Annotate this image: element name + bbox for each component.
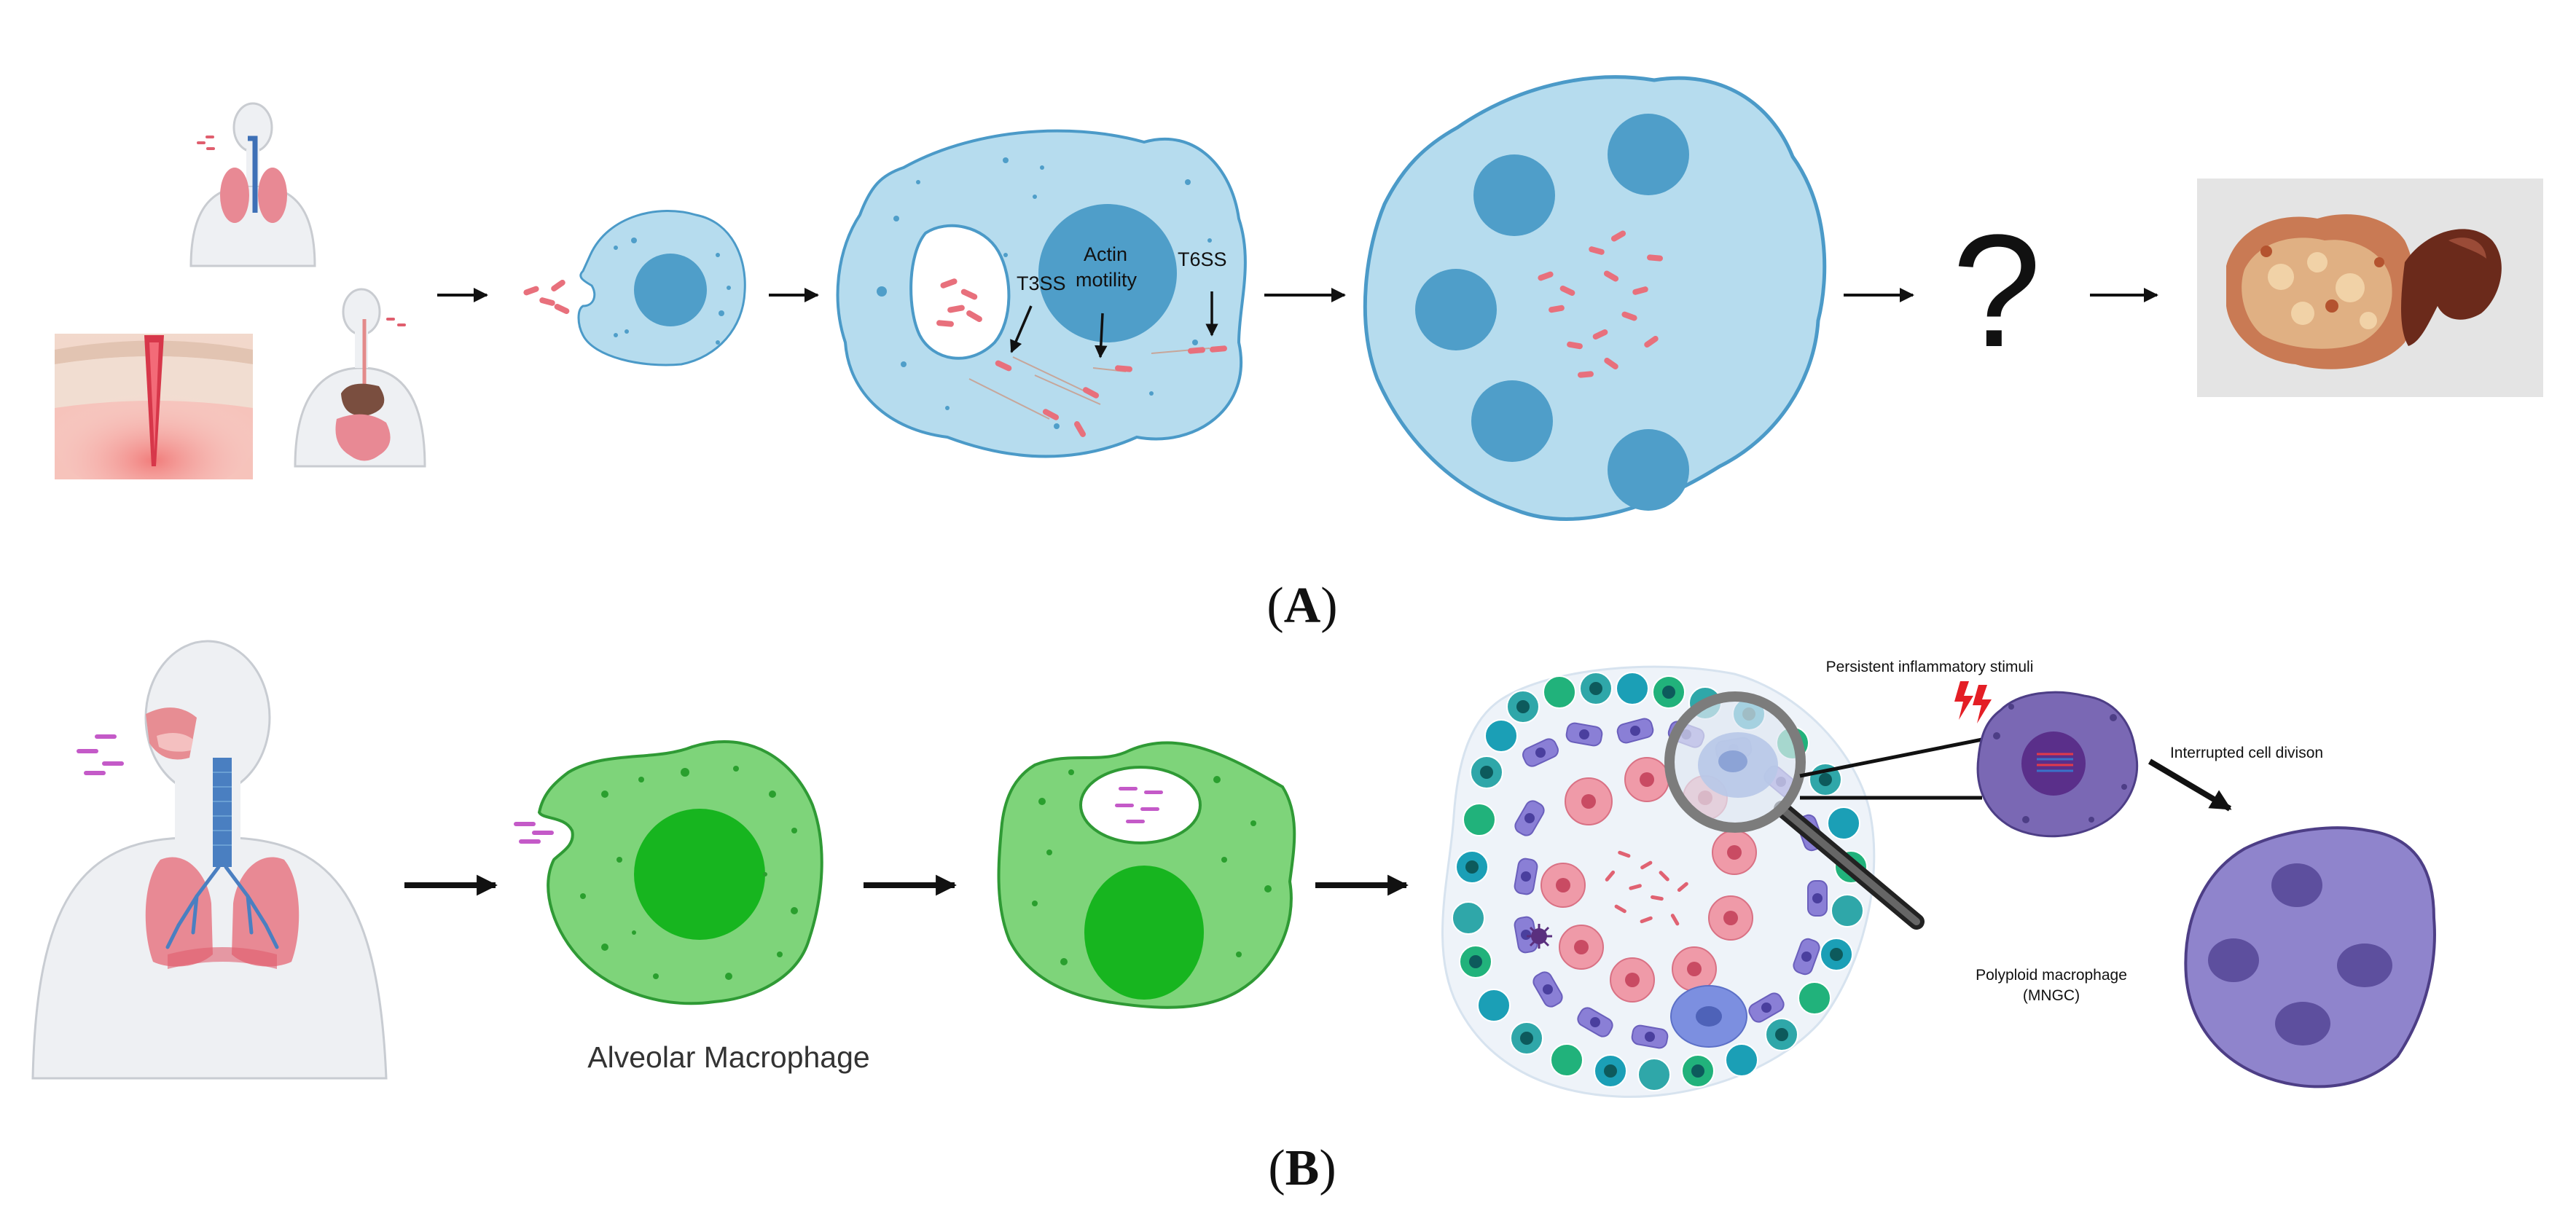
bacteria-cluster-approaching: [523, 279, 570, 314]
mngc-blue: [1363, 75, 1827, 521]
macrophage-small-blue: [577, 210, 746, 366]
lightning-bolt-icon: [1954, 681, 1992, 723]
infected-macrophage-large: T3SS Actin motility T6SS: [836, 129, 1247, 458]
polyploid-macrophage-mngc: [2184, 826, 2436, 1088]
granuloma: [1441, 665, 1876, 1098]
persistent-inflammatory-stimuli-label: Persistent inflammatory stimuli: [1826, 659, 2034, 675]
alveolar-macrophage-label: Alveolar Macrophage: [587, 1040, 869, 1074]
activated-macrophage-purple: [1976, 691, 2139, 838]
interrupted-division-label: Interrupted cell divison: [2170, 745, 2323, 761]
unknown-outcome-question-mark: ?: [1952, 201, 2041, 380]
bacteria-approaching-alveolar: [514, 822, 554, 844]
t3ss-label: T3SS: [1017, 272, 1066, 294]
alveolar-macrophage: [537, 740, 823, 1005]
granuloma-tissue-photo: [2197, 178, 2543, 397]
panel-b-label: (B): [1268, 1140, 1336, 1196]
polyploid-macrophage-label-line2: (MNGC): [2023, 987, 2080, 1004]
macrophage-with-phagosome: [997, 741, 1296, 1009]
inhalation-route-figure: [189, 102, 316, 267]
t6ss-label: T6SS: [1178, 248, 1227, 270]
arrow-b-4: [2148, 758, 2232, 812]
polyploid-macrophage-label-line1: Polyploid macrophage: [1976, 967, 2127, 984]
actin-motility-label-line2: motility: [1076, 269, 1138, 291]
magnifying-glass-icon: [1664, 691, 1983, 930]
human-respiratory-figure: [31, 640, 388, 1080]
panel-a-label: (A): [1267, 578, 1337, 634]
actin-motility-label-line1: Actin: [1084, 243, 1127, 265]
panel-b: Alveolar Macrophage: [31, 640, 2436, 1196]
panel-a: T3SS Actin motility T6SS: [55, 75, 2543, 634]
skin-wound-illustration: [55, 334, 253, 479]
ingestion-route-figure: [294, 288, 426, 468]
